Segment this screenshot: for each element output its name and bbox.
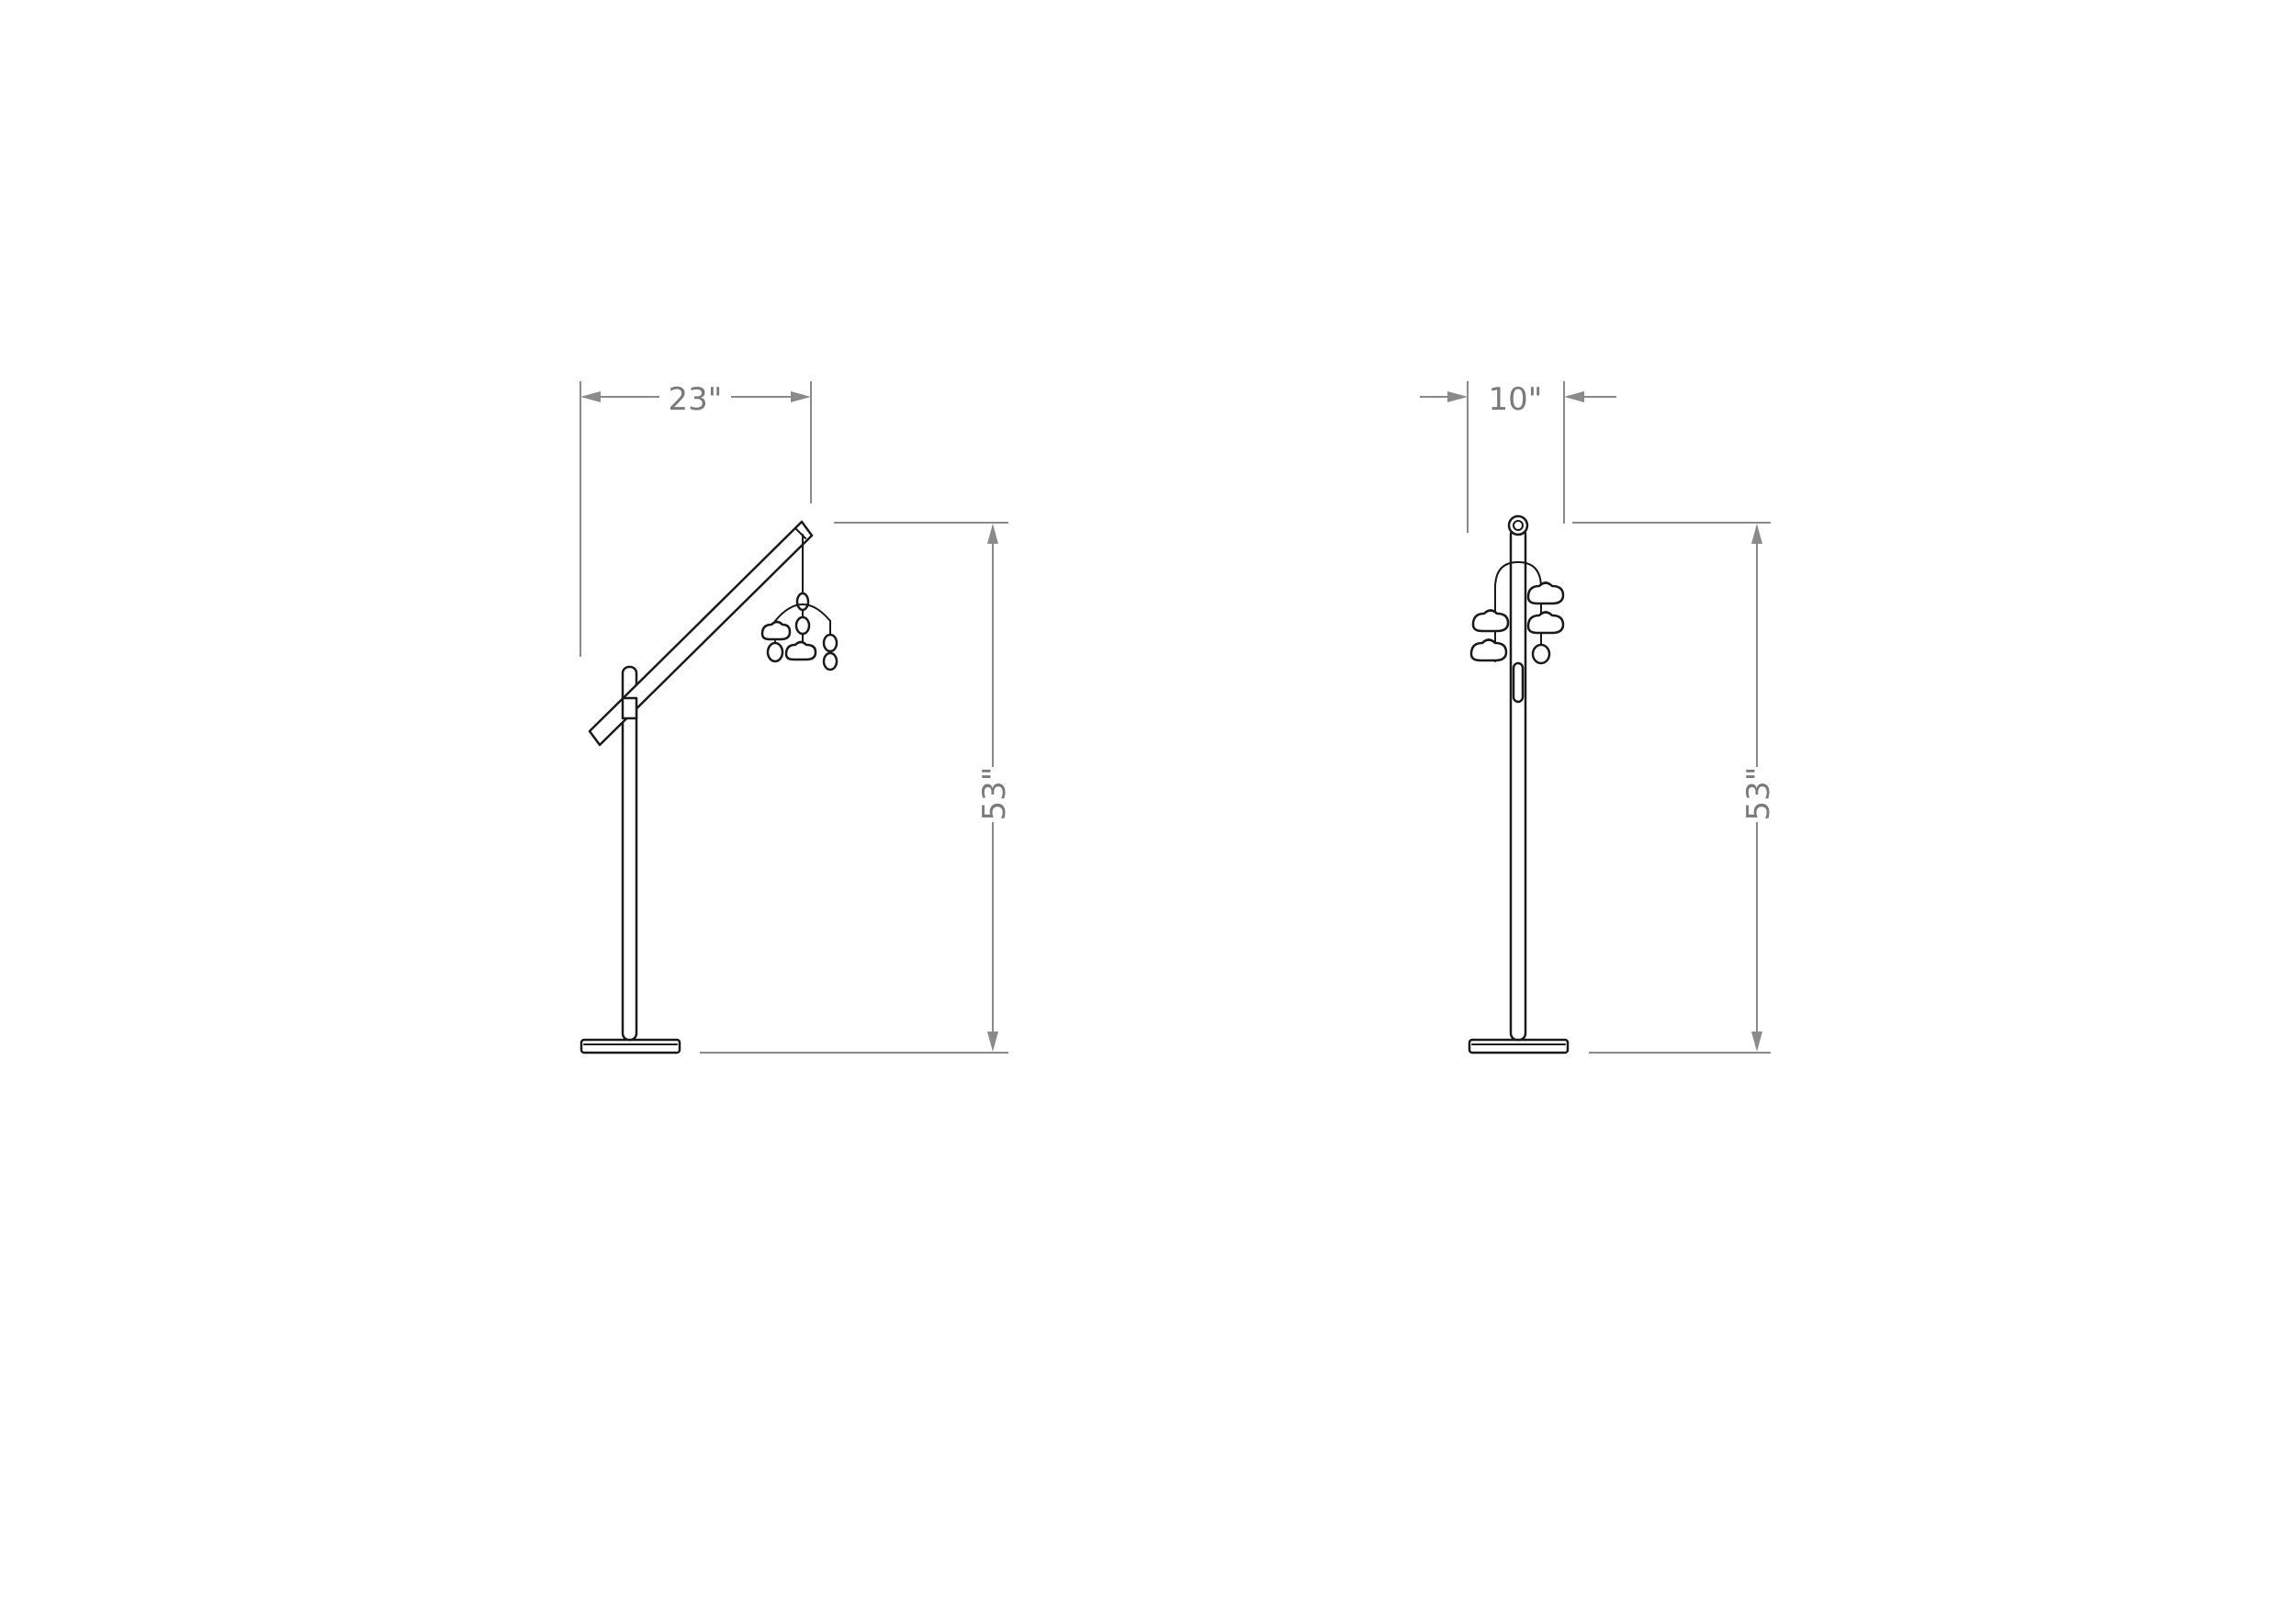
cloud-icon — [1469, 638, 1508, 662]
drop-ornament-icon — [766, 641, 784, 663]
side-height-arrow-bottom — [987, 1032, 998, 1052]
side-width-arrow-left — [580, 391, 601, 402]
front-height-dimension: 53" — [1572, 522, 1777, 1054]
stand-clamp — [621, 696, 638, 720]
drop-ornament-icon — [794, 615, 811, 636]
front-width-arrow-right — [1564, 391, 1584, 402]
front-width-label: 10" — [1489, 381, 1543, 418]
side-width-arrow-right — [791, 391, 811, 402]
cloud-icon — [784, 640, 817, 661]
cloud-icon — [760, 620, 792, 641]
front-width-arrow-left — [1447, 391, 1468, 402]
side-height-label: 53" — [976, 767, 1013, 821]
side-width-label: 23" — [669, 381, 723, 418]
mobile-bar — [1494, 560, 1542, 589]
side-view: 23" 53" — [580, 381, 1013, 1054]
front-height-label: 53" — [1740, 767, 1777, 821]
stand-top-knob — [1507, 514, 1529, 536]
front-view: 10" 53" — [1420, 381, 1777, 1054]
drop-ornament-icon — [822, 651, 838, 671]
stand-pole — [1509, 526, 1527, 1042]
side-width-dimension: 23" — [580, 381, 812, 657]
cloud-icon — [1471, 609, 1510, 633]
drop-ornament-icon — [822, 633, 838, 653]
hanging-mobile — [760, 534, 838, 671]
stand-top-knob-inner — [1513, 520, 1524, 531]
hanging-mobile-front — [1469, 560, 1565, 665]
cloud-icon — [1526, 581, 1565, 605]
mobile-stand-side — [580, 520, 838, 1054]
side-height-dimension: 53" — [700, 522, 1013, 1054]
front-height-arrow-bottom — [1751, 1032, 1762, 1052]
stand-arm-tip — [794, 527, 806, 539]
stand-arm — [588, 520, 814, 747]
stand-pole — [621, 665, 638, 1042]
stand-base — [580, 1038, 681, 1054]
cloud-icon — [1526, 611, 1565, 635]
stand-base — [1468, 1038, 1570, 1054]
stand-arm-end — [1512, 661, 1525, 704]
front-width-dimension: 10" — [1420, 381, 1616, 533]
front-height-arrow-top — [1751, 524, 1762, 544]
side-height-arrow-top — [987, 524, 998, 544]
mobile-hook — [795, 592, 810, 612]
mobile-stand-front — [1468, 514, 1570, 1054]
mobile-bar — [774, 603, 831, 622]
drop-ornament-icon — [1531, 643, 1551, 665]
